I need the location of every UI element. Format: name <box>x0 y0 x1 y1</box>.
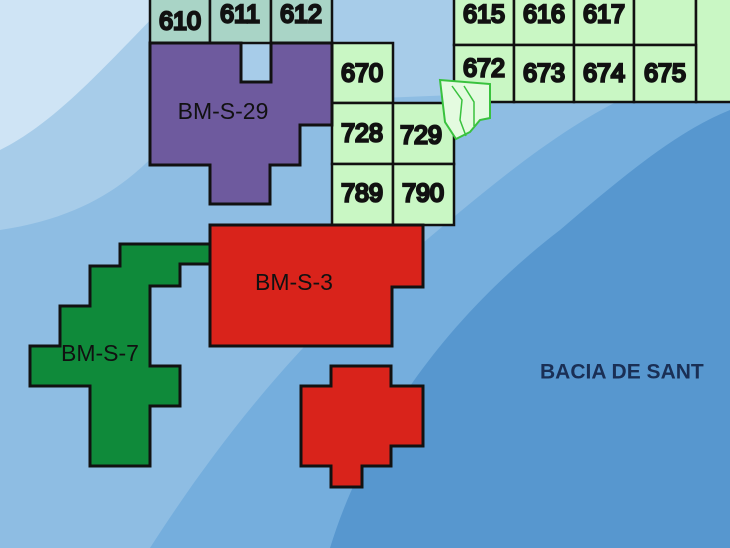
grid-cell-unlabeled-top-box <box>632 0 698 47</box>
grid-cell-673-box <box>512 43 576 104</box>
grid-cell-675[interactable]: 675 <box>632 43 698 104</box>
block-bm-s-29-shape <box>148 41 334 206</box>
grid-cell-611[interactable]: 611 <box>208 0 273 45</box>
grid-cell-673-label: 673 <box>523 60 565 88</box>
grid-cell-674[interactable]: 674 <box>572 43 636 104</box>
block-bm-s-3-shape <box>208 223 425 348</box>
grid-cell-612-label: 612 <box>280 1 322 29</box>
grid-cell-729-label: 729 <box>400 122 442 150</box>
block-bm-s-7[interactable]: BM-S-7 <box>28 242 212 468</box>
block-bm-s-7-shape <box>28 242 212 468</box>
grid-cell-675-box <box>632 43 698 104</box>
grid-cell-789[interactable]: 789 <box>330 162 395 227</box>
grid-cell-616[interactable]: 616 <box>512 0 576 47</box>
grid-cell-615[interactable]: 615 <box>452 0 516 47</box>
small-field-outline <box>438 78 491 141</box>
basin-label: BACIA DE SANT <box>540 361 704 384</box>
grid-cell-615-label: 615 <box>463 1 505 29</box>
grid-cell-edge-box <box>694 0 730 104</box>
block-bm-s-7-label: BM-S-7 <box>61 340 139 366</box>
grid-cell-edge[interactable] <box>694 0 730 104</box>
grid-cell-789-label: 789 <box>341 180 383 208</box>
grid-cell-670-box <box>330 41 395 105</box>
block-bm-s-29-label: BM-S-29 <box>178 98 269 124</box>
grid-cell-617-label: 617 <box>583 1 625 29</box>
grid-cell-616-label: 616 <box>523 1 565 29</box>
small-field-outline-shape <box>438 78 491 141</box>
grid-cell-673[interactable]: 673 <box>512 43 576 104</box>
block-bm-s-3-label: BM-S-3 <box>255 269 333 295</box>
grid-cell-617-box <box>572 0 636 47</box>
block-bm-s-3[interactable]: BM-S-3 <box>208 223 425 348</box>
block-unlabeled-red[interactable] <box>299 364 425 489</box>
grid-cell-612-box <box>269 0 334 45</box>
grid-cell-617[interactable]: 617 <box>572 0 636 47</box>
grid-cell-674-box <box>572 43 636 104</box>
grid-cell-728-label: 728 <box>341 120 383 148</box>
grid-cell-728[interactable]: 728 <box>330 101 395 166</box>
grid-cell-616-box <box>512 0 576 47</box>
grid-cell-675-label: 675 <box>644 60 686 88</box>
grid-cell-611-label: 611 <box>220 1 260 29</box>
grid-cell-670-label: 670 <box>341 60 383 88</box>
grid-cell-612[interactable]: 612 <box>269 0 334 45</box>
grid-cell-610-label: 610 <box>159 8 201 36</box>
grid-cell-672-label: 672 <box>463 55 505 83</box>
grid-cell-unlabeled-top[interactable] <box>632 0 698 47</box>
grid-cell-790-box <box>391 162 456 227</box>
grid-cell-610[interactable]: 610 <box>148 0 212 45</box>
grid-cell-674-label: 674 <box>583 60 625 88</box>
grid-cell-790-label: 790 <box>402 180 444 208</box>
small-field-outline-inner-a <box>451 85 467 137</box>
grid-cell-670[interactable]: 670 <box>330 41 395 105</box>
bathymetry-deep <box>330 110 730 548</box>
small-field-outline-inner-b <box>463 85 475 126</box>
grid-cell-790[interactable]: 790 <box>391 162 456 227</box>
block-unlabeled-red-shape <box>299 364 425 489</box>
block-bm-s-29[interactable]: BM-S-29 <box>148 41 334 206</box>
